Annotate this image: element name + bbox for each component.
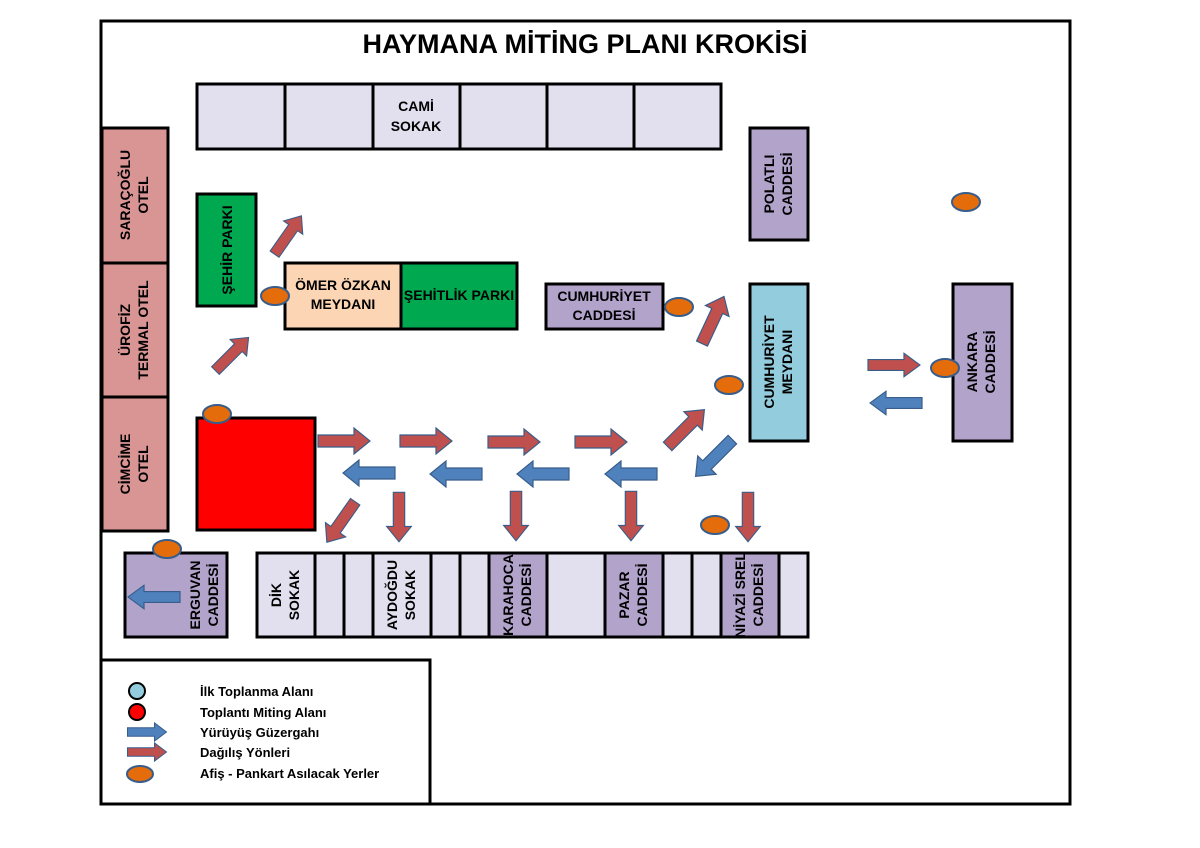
omer-label-2: MEYDANI xyxy=(311,296,376,312)
polatli-label-2: CADDESİ xyxy=(779,152,795,215)
legend-label-march: Yürüyüş Güzergahı xyxy=(200,725,319,740)
poster-spot xyxy=(930,358,960,378)
sehir-parki-label: ŞEHİR PARKI xyxy=(219,205,235,294)
poster-spots xyxy=(152,192,981,559)
saracoglu-label-1: SARAÇOĞLU xyxy=(116,150,133,240)
sehitlik-label: ŞEHİTLİK PARKI xyxy=(404,287,514,303)
aydogdu-sokak-block xyxy=(371,551,433,639)
legend-label-dispersal: Dağılış Yönleri xyxy=(200,745,290,760)
poster-spot xyxy=(260,286,290,306)
erguvan-label-1: ERGUVAN xyxy=(187,561,203,630)
bottom-street-row xyxy=(255,551,810,639)
cami-label-2: SOKAK xyxy=(391,118,442,134)
legend-label-meeting: Toplantı Miting Alanı xyxy=(200,705,326,720)
karahoca-label-1: KARAHOCA xyxy=(500,554,516,636)
urofiz-label-1: ÜROFİZ xyxy=(117,304,133,357)
cumhuriyet-caddesi xyxy=(544,282,665,331)
poster-spot xyxy=(202,404,232,424)
saracoglu-label-2: OTEL xyxy=(135,176,151,214)
pazar-label-1: PAZAR xyxy=(616,571,632,618)
omer-label-1: ÖMER ÖZKAN xyxy=(295,277,391,293)
ankara-caddesi xyxy=(951,282,1014,443)
poster-spot xyxy=(714,375,744,395)
cimcime-label-2: OTEL xyxy=(135,445,151,483)
niyazi-srel-caddesi-block xyxy=(719,551,781,639)
cami-block-6 xyxy=(632,82,723,151)
poster-spot xyxy=(700,515,730,535)
niyazi-label-1: NİYAZİ SREL xyxy=(732,552,748,638)
bottom-block-6 xyxy=(458,551,491,639)
bottom-block-5 xyxy=(429,551,462,639)
cumhuriyet-cad-label-2: CADDESİ xyxy=(572,307,635,323)
legend: İlk Toplanma Alanı Toplantı Miting Alanı… xyxy=(99,658,432,806)
aydogdu-label-2: SOKAK xyxy=(402,570,418,621)
pazar-caddesi-block xyxy=(603,551,665,639)
meeting-area xyxy=(195,416,317,532)
circle-blue-icon xyxy=(128,682,146,700)
urofiz-label-2: TERMAL OTEL xyxy=(135,280,151,380)
cami-block-5 xyxy=(545,82,636,151)
poster-spot xyxy=(664,297,694,317)
poster-spot xyxy=(951,192,981,212)
cami-sokak-row xyxy=(195,82,723,151)
erguvan-label-2: CADDESİ xyxy=(205,563,221,626)
bottom-block-13 xyxy=(777,551,810,639)
cami-block-2 xyxy=(283,82,375,151)
cimcime-label-1: CİMCİME xyxy=(117,434,133,495)
cami-block-3 xyxy=(371,82,462,151)
cimcime-otel xyxy=(100,395,170,533)
karahoca-caddesi-block xyxy=(487,551,549,639)
polatli-label-1: POLATLI xyxy=(761,155,777,214)
bottom-block-2 xyxy=(313,551,346,639)
poster-spot xyxy=(152,539,182,559)
cumhuriyet-meydani xyxy=(748,282,810,443)
circle-red-icon xyxy=(128,703,146,721)
cami-block-4 xyxy=(458,82,549,151)
bottom-block-11 xyxy=(690,551,723,639)
karahoca-label-2: CADDESİ xyxy=(518,563,534,626)
cumhuriyet-mey-label-1: CUMHURİYET xyxy=(761,315,777,409)
ellipse-orange-icon xyxy=(126,765,154,783)
diagram-title: HAYMANA MİTİNG PLANI KROKİSİ xyxy=(362,29,807,59)
ankara-label-2: CADDESİ xyxy=(982,330,998,393)
ankara-label-1: ANKARA xyxy=(964,332,980,393)
niyazi-label-2: CADDESİ xyxy=(750,563,766,626)
dik-label-2: SOKAK xyxy=(286,570,302,621)
sehitlik-parki xyxy=(399,261,519,331)
cumhuriyet-mey-label-2: MEYDANI xyxy=(779,330,795,395)
legend-label-poster: Afiş - Pankart Asılacak Yerler xyxy=(200,766,379,781)
polatli-caddesi xyxy=(748,126,810,242)
sehir-parki xyxy=(195,192,258,308)
aydogdu-label-1: AYDOĞDU xyxy=(383,560,400,630)
cami-block-1 xyxy=(195,82,287,151)
bottom-block-10 xyxy=(661,551,694,639)
bottom-block-3 xyxy=(342,551,375,639)
dik-label-1: DİK xyxy=(268,583,284,607)
legend-label-gathering: İlk Toplanma Alanı xyxy=(200,684,313,699)
pazar-label-2: CADDESİ xyxy=(634,563,650,626)
bottom-block-8 xyxy=(545,551,607,639)
dik-sokak-block xyxy=(255,551,317,639)
cumhuriyet-cad-label-1: CUMHURİYET xyxy=(557,288,651,304)
cami-label-1: CAMİ xyxy=(398,98,434,114)
